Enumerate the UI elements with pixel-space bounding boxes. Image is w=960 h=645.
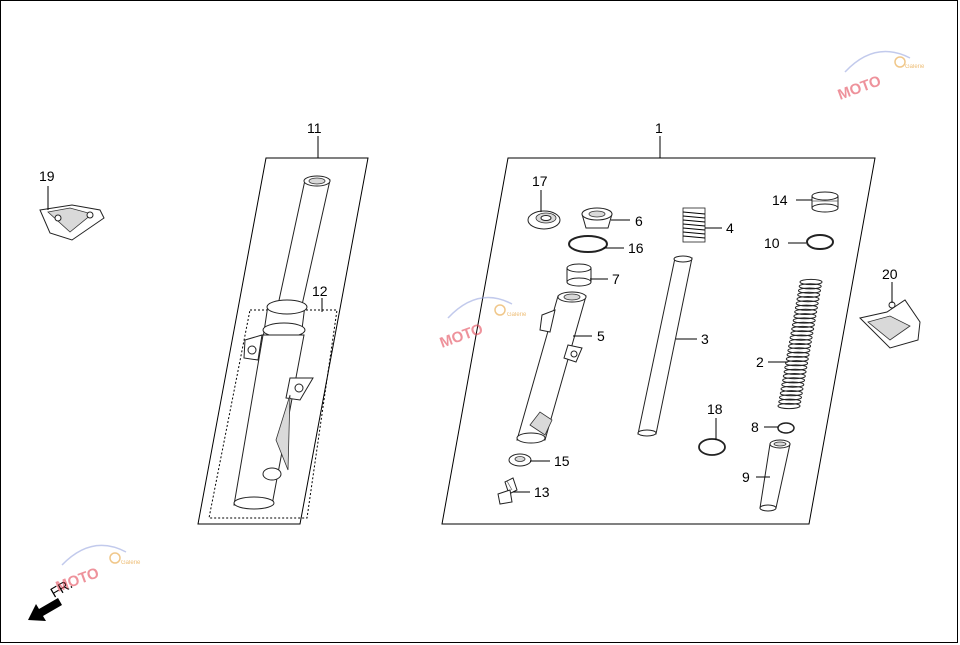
oil-seal-17-icon (527, 210, 561, 230)
callout-20: 20 (882, 266, 898, 282)
spring-coil (791, 325, 815, 333)
collar-7-icon (566, 263, 592, 287)
callout-7: 7 (612, 271, 620, 287)
panel-fork-assembly-left (197, 157, 369, 525)
spring-coil (790, 330, 814, 337)
callout-8: 8 (751, 419, 759, 435)
callout-4: 4 (726, 220, 734, 236)
spring-coil (779, 390, 803, 397)
spring-coil (781, 381, 805, 388)
washer-15-icon (508, 453, 532, 467)
callout-12: 12 (312, 283, 328, 299)
callout-19: 19 (39, 168, 55, 184)
callout-labels: 1 2 3 4 5 6 7 8 9 10 11 12 13 14 15 16 1… (39, 120, 898, 500)
bottom-case-5-icon (516, 291, 587, 444)
callout-13: 13 (534, 484, 550, 500)
spring-coil (794, 308, 818, 315)
watermark-sub-top-right: Galerie (905, 64, 925, 70)
spring-coil (789, 334, 813, 341)
spring-coil (792, 317, 816, 324)
spring-coil (799, 278, 823, 286)
cap-bolt-14-icon (811, 191, 839, 213)
spring-coil (793, 313, 817, 320)
dust-seal-6-icon (581, 207, 613, 229)
callout-3: 3 (701, 331, 709, 347)
spring-coil (791, 321, 815, 328)
callout-9: 9 (742, 469, 750, 485)
watermark-logo-top-right: MOTO Galerie (836, 50, 925, 104)
spring-coil (786, 351, 810, 358)
spring-coil (798, 283, 822, 290)
callout-10: 10 (764, 235, 780, 251)
spring-coil (778, 398, 802, 405)
spring-2-icon (777, 278, 823, 410)
leader-lines (47, 136, 893, 493)
spring-coil (784, 364, 808, 371)
circlip-16-icon (568, 235, 608, 253)
spring-coil (779, 394, 802, 401)
o-ring-8-icon (777, 422, 795, 434)
watermark-text-middle: MOTO (438, 320, 486, 351)
callout-15: 15 (554, 453, 570, 469)
spring-coil (783, 368, 807, 375)
bolt-13-icon (497, 477, 518, 505)
spring-coil (795, 300, 819, 307)
spring-coil (787, 347, 811, 354)
spring-coil (785, 355, 809, 363)
callout-2: 2 (756, 354, 764, 370)
panel-dotted-bottom-case (208, 309, 338, 519)
bracket-19-icon (39, 204, 105, 241)
spring-coil (797, 291, 821, 298)
callout-18: 18 (707, 401, 723, 417)
callout-11: 11 (307, 120, 322, 136)
bracket-20-icon (859, 299, 921, 349)
panel-fork-components (441, 157, 876, 525)
spring-coil (788, 338, 812, 345)
watermark-text-bottom-left: MOTO (54, 564, 102, 595)
watermark-sub-middle: Galerie (507, 312, 527, 318)
spring-coil (780, 385, 804, 392)
callout-14: 14 (772, 192, 788, 208)
spring-coil (794, 304, 818, 311)
fork-assembly-icon (233, 175, 331, 510)
callout-17: 17 (532, 173, 548, 189)
callout-6: 6 (635, 213, 643, 229)
callout-5: 5 (597, 328, 605, 344)
watermark-logo-bottom-left: MOTO Galerie (54, 544, 141, 596)
watermark-sub-bottom-left: Galerie (121, 560, 141, 566)
spring-coil (798, 287, 821, 294)
spring-coil (777, 402, 801, 410)
callout-1: 1 (655, 120, 663, 136)
watermark-logo-middle: MOTO Galerie (438, 296, 527, 352)
inner-tube-3-icon (637, 255, 693, 437)
spring-coil (796, 296, 820, 303)
o-ring-10-icon (806, 234, 834, 250)
clip-18-icon (698, 438, 726, 456)
spring-4-icon (682, 207, 706, 243)
spring-coil (785, 360, 809, 367)
spring-coil (782, 373, 806, 380)
callout-16: 16 (628, 240, 644, 256)
spacer-9-icon (759, 439, 791, 512)
spring-coil (782, 377, 806, 384)
watermark-text-top-right: MOTO (836, 72, 884, 103)
spring-coil (788, 343, 812, 350)
